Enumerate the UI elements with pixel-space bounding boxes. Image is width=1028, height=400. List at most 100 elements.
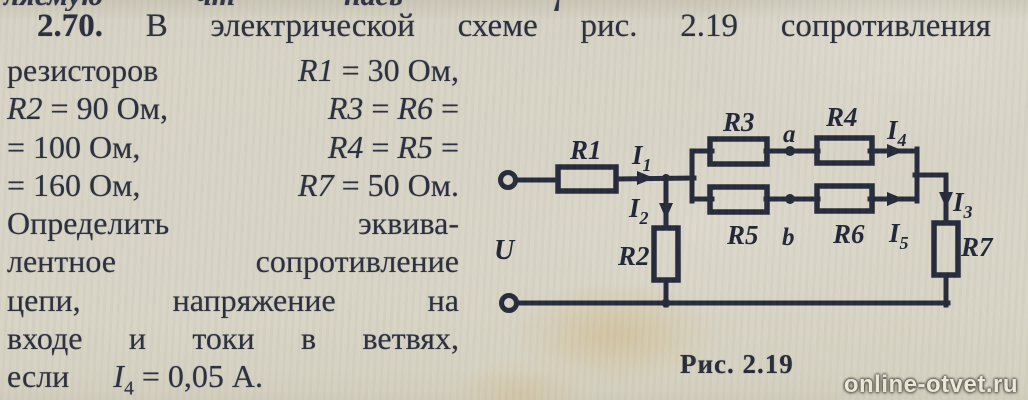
text-segment: R7 [298, 166, 334, 203]
label-r2: R2 [617, 241, 650, 271]
resistor-r5-body [707, 184, 770, 215]
text-segment: лентное [7, 243, 116, 280]
text-segment: сопротивления [780, 8, 991, 44]
resistor-r7-body [931, 220, 961, 278]
label-r4: R4 [825, 102, 858, 132]
text-segment: = 100 Ом, [7, 128, 141, 165]
text-segment: эквива- [357, 205, 459, 242]
watermark: online-otvet.ru [843, 371, 1018, 398]
text-chunk: = 100 Ом, [7, 129, 140, 167]
label-r6: R6 [832, 219, 865, 249]
text-segment: резисторов [7, 52, 159, 88]
text-segment: I [113, 358, 124, 395]
input-terminal-top [498, 170, 518, 190]
text-segment: = 90 Ом, [42, 90, 168, 127]
text-segment: электрической [210, 8, 415, 44]
text-segment: = [432, 90, 459, 127]
input-terminal-bottom [499, 293, 519, 313]
text-line: цепи, напряжение на [7, 282, 459, 320]
problem-text: резисторов R1 = 30 Ом, R2 = 90 Ом, R3 = R6 … [7, 52, 459, 400]
text-segment: 4 [123, 377, 134, 400]
text-segment: на [427, 281, 459, 318]
label-node-b: b [782, 224, 795, 251]
wire-r1-to-split [613, 175, 697, 182]
text-segment: ветвях, [362, 320, 459, 357]
text-chunk: R4 = R5 = [328, 129, 459, 167]
text-segment: = [363, 128, 398, 165]
junction-dot-i2 [662, 174, 670, 182]
text-chunk: если [7, 358, 69, 396]
resistor-r4-body [814, 135, 875, 166]
text-segment: Определить [7, 205, 170, 242]
text-segment: рис. [580, 8, 638, 44]
arrow-i5 [887, 192, 904, 206]
text-chunk: R2 = 90 Ом, [7, 90, 168, 128]
node-b-dot [785, 194, 795, 204]
text-chunk: R7 = 50 Ом. [298, 167, 459, 205]
label-current-i3: I3 [952, 187, 973, 222]
label-current-i5: I5 [888, 218, 909, 253]
figure-caption: Рис. 2.19 [680, 349, 794, 379]
text-segment: = 0,05 А. [133, 358, 264, 395]
text-segment: в [300, 320, 317, 357]
text-segment: ляемую [4, 0, 103, 11]
label-r7: R7 [960, 232, 994, 262]
arrow-i4 [887, 144, 904, 158]
text-segment: R2 [7, 90, 43, 127]
text-line: лентное сопротивление [7, 243, 459, 281]
resistor-r1-body [555, 164, 619, 194]
current-arrows [637, 144, 953, 219]
text-segment: ¡ [553, 0, 565, 11]
text-segment: R6 [397, 90, 433, 127]
text-chunk: напряжение [173, 282, 336, 320]
text-segment: 2.19 [680, 8, 738, 44]
arrow-i3 [939, 192, 953, 208]
text-segment: токи [192, 320, 255, 357]
text-chunk: R1 = 30 Ом, [298, 52, 459, 90]
text-chunk: сопротивление [256, 243, 459, 281]
text-line: если I4 = 0,05 А. [7, 358, 459, 400]
text-segment: = 160 Ом, [7, 166, 141, 203]
text-segment: В [145, 8, 168, 44]
resistor-bodies [555, 135, 961, 283]
text-segment: цепи, [7, 281, 81, 318]
label-current-i2: I2 [628, 193, 649, 228]
text-chunk: резисторов [7, 52, 158, 90]
label-current-i1: I1 [631, 140, 652, 175]
text-chunk: ветвях, [362, 320, 459, 358]
text-segment: напряжение [172, 281, 336, 318]
resistor-r2-body [651, 225, 681, 283]
text-chunk: I4 = 0,05 А. [113, 358, 264, 400]
text-line: резисторов R1 = 30 Ом, [7, 52, 459, 90]
label-r5: R5 [726, 220, 759, 250]
text-segment: R1 [298, 52, 334, 88]
text-segment: и [128, 320, 146, 357]
text-segment: R4 [327, 128, 364, 165]
text-segment: R5 [397, 128, 433, 165]
text-chunk: эквива- [358, 205, 459, 243]
text-chunk: = 160 Ом, [7, 167, 140, 205]
text-line: Определить эквива- [7, 205, 459, 243]
text-segment: схеме [457, 8, 538, 44]
text-segment: = [432, 128, 459, 165]
text-chunk: цепи, [7, 282, 81, 320]
junction-dots [661, 146, 795, 308]
clipped-previous-line: ляемуючт—нась¡ [0, 0, 700, 11]
text-chunk: лентное [7, 243, 116, 281]
text-segment: чт— [196, 0, 265, 11]
label-u-source: U [494, 235, 516, 266]
text-chunk: токи [192, 320, 254, 358]
text-segment: R3 [327, 90, 364, 127]
label-current-i4: I4 [886, 115, 907, 150]
resistor-r6-body [814, 183, 875, 214]
text-chunk: в [301, 320, 316, 358]
text-line: = 100 Ом, R4 = R5 = [7, 129, 459, 167]
arrow-i1 [637, 171, 654, 185]
text-line: R2 = 90 Ом, R3 = R6 = [7, 90, 459, 128]
circuit-diagram: R1 R2 R3 R4 R5 R6 R7 U a b I1 I2 I3 I4 I… [494, 102, 994, 313]
node-a-dot [785, 146, 795, 156]
text-line: = 160 Ом, R7 = 50 Ом. [7, 167, 459, 205]
text-segment: 2.70. [37, 8, 103, 44]
text-chunk: R3 = R6 = [328, 90, 459, 128]
